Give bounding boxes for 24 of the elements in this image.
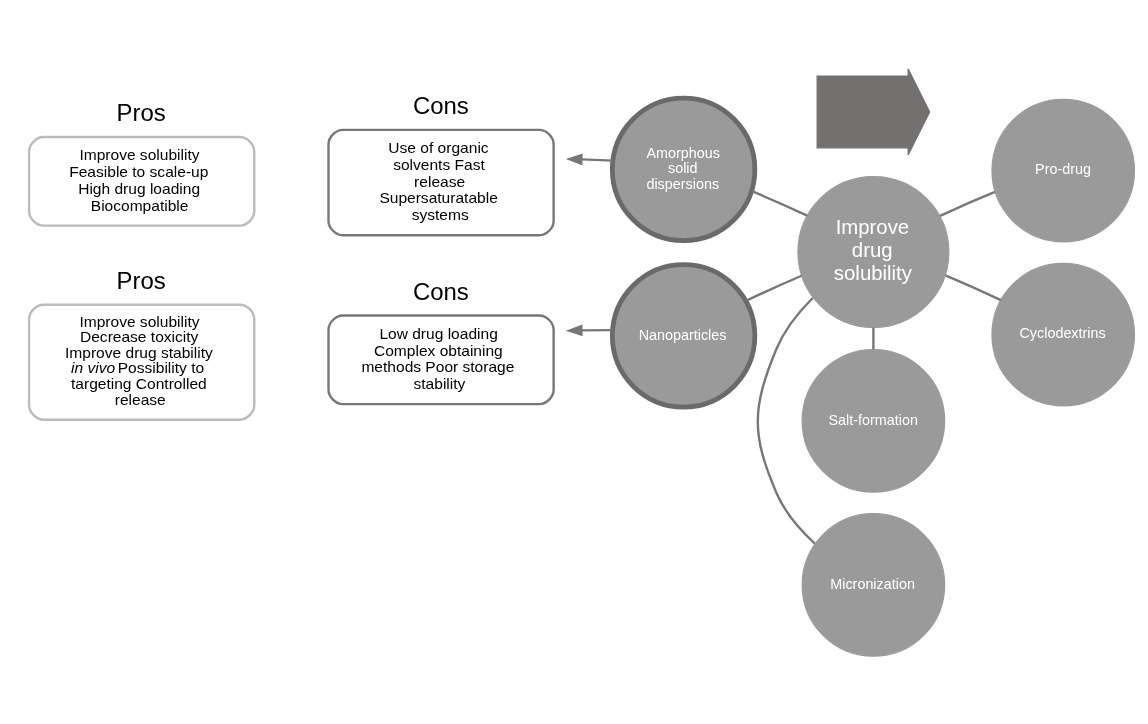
- node-label: Cons: [412, 91, 469, 119]
- connector: [872, 327, 875, 349]
- node-box: Low drug loading Complex obtaining methods Poor storage stability: [327, 313, 555, 405]
- connector: [751, 189, 808, 217]
- node-label: Pros: [116, 266, 166, 294]
- node-circle: Amorphous solid dispersions: [609, 95, 758, 243]
- node-box: Use of organic solvents Fast release Supersaturatable systems: [327, 128, 555, 236]
- node-label: Cons: [412, 277, 469, 305]
- node-circle: Cyclodextrins: [991, 262, 1136, 406]
- node-circle: Nanoparticles: [609, 261, 758, 409]
- node-circle: Salt-formation: [801, 348, 946, 493]
- node-label: Pros: [116, 98, 166, 126]
- connector: [745, 274, 803, 302]
- node-circle: Improve drug solubility: [797, 175, 950, 328]
- node-circle: Micronization: [801, 512, 946, 657]
- connector: [945, 273, 1002, 301]
- arrow: [565, 323, 613, 336]
- node-box: Improve solubility Decrease toxicity Improve drug stability in vivo Possibility to targeting Controlled release: [27, 303, 256, 421]
- connector: [756, 296, 816, 544]
- node-arrow: [816, 67, 931, 156]
- connector: [939, 190, 996, 217]
- node-circle: Pro-drug: [991, 98, 1136, 242]
- arrow: [565, 153, 613, 165]
- node-box: Improve solubility Feasible to scale-up High drug loading Biocompatible: [27, 135, 256, 227]
